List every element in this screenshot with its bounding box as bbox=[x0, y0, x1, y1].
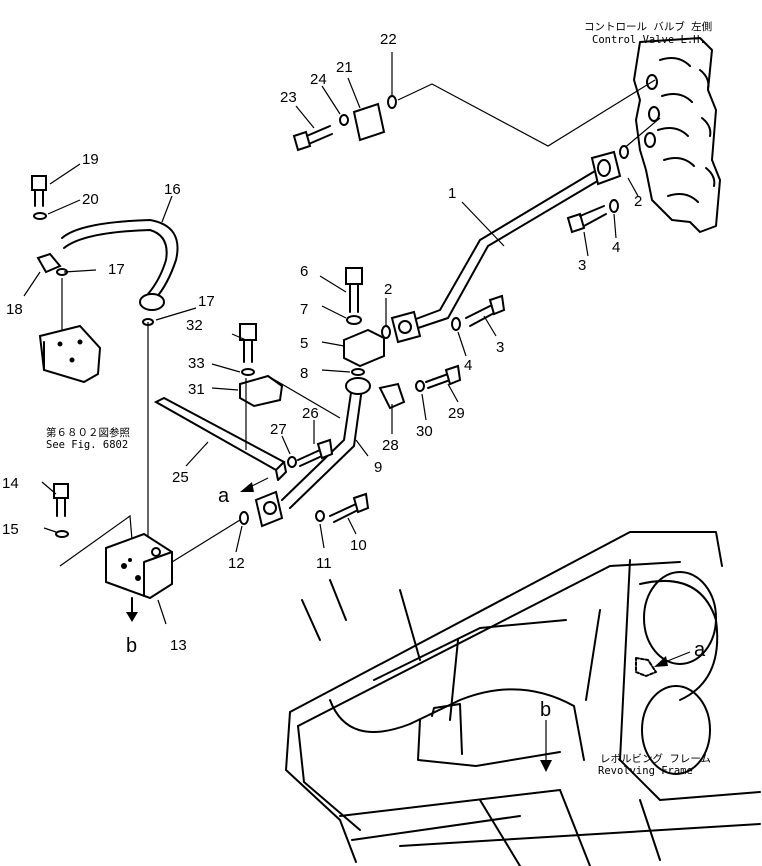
washer-15 bbox=[55, 530, 69, 538]
bolt-29 bbox=[425, 364, 462, 389]
hose-16 bbox=[36, 219, 179, 311]
callout-12: 12 bbox=[228, 555, 245, 572]
callout-30: 30 bbox=[416, 423, 433, 440]
callout-26: 26 bbox=[302, 405, 319, 422]
callout-2-lower: 2 bbox=[384, 281, 392, 298]
bolt-10 bbox=[329, 492, 370, 523]
bolt-14 bbox=[53, 483, 69, 517]
leader-2-valve bbox=[621, 117, 661, 151]
block-5 bbox=[343, 328, 385, 368]
marker-b-block: b bbox=[126, 635, 137, 657]
o-ring-2-lower bbox=[381, 325, 391, 339]
bolt-32 bbox=[239, 323, 257, 363]
note-revolving-frame-jp: レボルビング フレーム bbox=[600, 752, 711, 765]
leader-12-block13 bbox=[171, 519, 241, 563]
note-control-valve-en: Control Valve L.H. bbox=[592, 34, 706, 46]
note-revolving-frame-en: Revolving Frame bbox=[598, 765, 693, 777]
callout-numbers: 1 2 2 3 3 4 4 5 6 7 8 9 10 11 12 13 14 1… bbox=[2, 31, 642, 654]
washer-4-upper bbox=[609, 199, 619, 213]
note-see-fig-jp: 第６８０２図参照 bbox=[46, 426, 130, 439]
callout-22: 22 bbox=[380, 31, 397, 48]
callout-17-left: 17 bbox=[108, 261, 125, 278]
callout-29: 29 bbox=[448, 405, 465, 422]
callout-3-upper: 3 bbox=[578, 257, 586, 274]
marker-a-frame: a bbox=[694, 639, 706, 661]
callout-2-upper: 2 bbox=[634, 193, 642, 210]
callout-33: 33 bbox=[188, 355, 205, 372]
washer-4-lower bbox=[451, 317, 461, 331]
leader-31-9 bbox=[267, 375, 341, 419]
callout-17-right: 17 bbox=[198, 293, 215, 310]
bolt-23 bbox=[292, 125, 333, 152]
callout-8: 8 bbox=[300, 365, 308, 382]
leader-15-block bbox=[59, 514, 133, 567]
valve-block-13 bbox=[105, 532, 173, 600]
bolt-3-lower bbox=[465, 294, 506, 327]
callout-7: 7 bbox=[300, 301, 308, 318]
callout-16: 16 bbox=[164, 181, 181, 198]
note-control-valve-jp: コントロール バルブ 左側 bbox=[584, 20, 712, 33]
valve-block-ref bbox=[38, 324, 102, 384]
arrow-a-frame-head bbox=[654, 656, 668, 667]
callout-32: 32 bbox=[186, 317, 203, 334]
callout-4-upper: 4 bbox=[612, 239, 620, 256]
callout-25: 25 bbox=[172, 469, 189, 486]
o-ring-8 bbox=[351, 368, 365, 376]
arrow-b-head bbox=[126, 612, 138, 622]
bolt-3-upper bbox=[566, 205, 607, 234]
washer-24 bbox=[339, 114, 349, 126]
arrow-b-frame-head bbox=[540, 760, 552, 772]
washer-20 bbox=[33, 212, 47, 220]
marker-b-frame: b bbox=[540, 699, 551, 721]
pipe-1 bbox=[390, 150, 622, 344]
callout-10: 10 bbox=[350, 537, 367, 554]
bolt-6 bbox=[345, 267, 363, 313]
callout-1: 1 bbox=[448, 185, 456, 202]
washer-27 bbox=[287, 456, 297, 468]
callout-14: 14 bbox=[2, 475, 19, 492]
callout-6: 6 bbox=[300, 263, 308, 280]
clamp-28 bbox=[378, 382, 406, 410]
cover-plate-21 bbox=[352, 102, 386, 142]
callout-11: 11 bbox=[316, 555, 332, 572]
bolt-19 bbox=[31, 175, 47, 207]
callout-20: 20 bbox=[82, 191, 99, 208]
control-valve bbox=[633, 37, 721, 233]
note-see-fig-en: See Fig. 6802 bbox=[46, 439, 128, 451]
revolving-frame bbox=[285, 531, 761, 866]
callout-13: 13 bbox=[170, 637, 187, 654]
leader-22-valve bbox=[397, 79, 656, 147]
callout-15: 15 bbox=[2, 521, 19, 538]
callout-31: 31 bbox=[188, 381, 205, 398]
washer-7 bbox=[346, 315, 362, 325]
o-ring-2-upper bbox=[619, 145, 629, 159]
callout-3-lower: 3 bbox=[496, 339, 504, 356]
arrow-a-head bbox=[240, 482, 254, 492]
callout-23: 23 bbox=[280, 89, 297, 106]
callout-18: 18 bbox=[6, 301, 23, 318]
callout-27: 27 bbox=[270, 421, 287, 438]
callout-19: 19 bbox=[82, 151, 99, 168]
marker-a-bracket: a bbox=[218, 485, 230, 507]
o-ring-12 bbox=[239, 511, 249, 525]
washer-30 bbox=[415, 380, 425, 392]
callout-24: 24 bbox=[310, 71, 327, 88]
callout-9: 9 bbox=[374, 459, 382, 476]
pipe-9 bbox=[254, 377, 371, 528]
washer-11 bbox=[315, 510, 325, 522]
bracket-25 bbox=[153, 396, 286, 472]
washer-33 bbox=[241, 368, 255, 376]
callout-21: 21 bbox=[336, 59, 353, 76]
callout-leaders bbox=[23, 52, 639, 625]
callout-28: 28 bbox=[382, 437, 399, 454]
bolt-26 bbox=[297, 438, 334, 467]
callout-5: 5 bbox=[300, 335, 308, 352]
o-ring-22 bbox=[387, 95, 397, 109]
callout-4-lower: 4 bbox=[464, 357, 472, 374]
